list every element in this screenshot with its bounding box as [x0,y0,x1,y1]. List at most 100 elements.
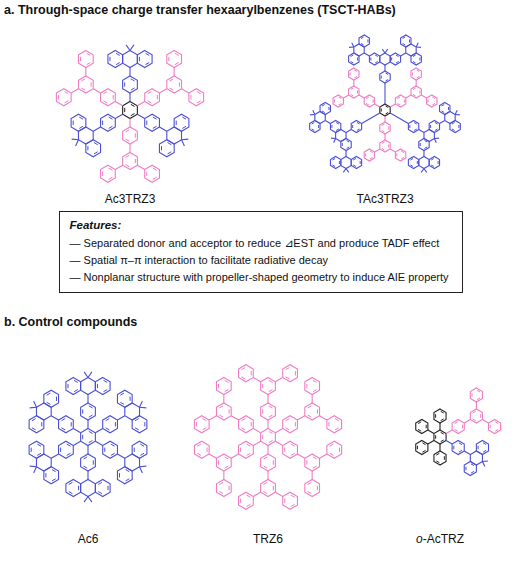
ring [408,157,418,169]
double-bond [417,161,418,164]
ring [305,480,320,497]
ring [71,114,86,131]
double-bond [87,146,88,150]
ring [380,140,390,152]
double-bond [459,450,462,452]
double-bond [351,61,354,63]
double-bond [89,406,93,408]
double-bond [45,473,46,477]
bond-line [310,114,315,116]
ring [101,165,116,182]
ring [95,378,110,395]
double-bond [116,63,120,65]
double-bond [125,155,129,157]
double-bond [422,443,425,445]
double-bond [89,441,93,443]
double-bond [251,422,252,426]
double-bond [247,453,251,455]
bond-line [359,95,364,98]
bond-line [253,492,260,496]
double-bond [269,390,273,392]
tac3trz3-structure [310,35,461,172]
double-bond [490,425,491,429]
bond-line [375,149,380,152]
double-bond [240,448,241,452]
trz6-structure [194,365,341,510]
double-bond [286,368,290,370]
double-bond [339,97,342,99]
double-bond [241,428,245,430]
bond-line [137,165,144,169]
double-bond [354,76,357,78]
double-bond [262,384,263,388]
ring [380,122,390,134]
double-bond [396,61,399,63]
ring [452,441,464,455]
double-bond [417,76,420,78]
double-bond [126,479,130,481]
ring [380,71,390,83]
bond-line [406,95,411,98]
double-bond [495,422,498,424]
double-bond [357,57,358,60]
double-bond [286,419,290,421]
double-bond [441,419,444,421]
bond-line [182,89,189,93]
double-bond [125,130,129,132]
double-bond [306,460,307,464]
double-bond [65,101,69,103]
bond-line [76,140,79,146]
double-bond [339,448,340,452]
double-bond [104,380,108,382]
double-bond [335,419,339,421]
double-bond [197,453,201,455]
ring [123,153,138,170]
double-bond [367,39,368,42]
double-bond [120,402,124,404]
bond-line [320,454,327,458]
double-bond [366,97,369,99]
bond-line [446,441,452,445]
ring [59,441,74,458]
double-bond [431,165,434,167]
ring [330,121,340,133]
ring [380,53,390,65]
double-bond [109,177,113,179]
double-bond [56,397,57,401]
bond-line [343,169,346,173]
double-bond [241,419,245,421]
double-bond [120,393,124,395]
double-bond [146,172,147,176]
double-bond [131,104,135,106]
double-bond [420,143,421,146]
double-bond [381,108,382,111]
ring [320,103,330,115]
double-bond [291,504,295,506]
o-actrz-structure [416,388,501,476]
ring [137,51,152,68]
double-bond [308,482,312,484]
double-bond [134,448,135,452]
double-bond [87,63,91,65]
double-bond [197,101,201,103]
double-bond [414,123,417,125]
ring [159,140,174,157]
double-bond [218,384,219,388]
double-bond [403,37,406,39]
double-bond [269,406,273,408]
bond-line [464,420,470,424]
double-bond [431,159,434,161]
bond-line [87,471,88,480]
double-bond [37,444,41,446]
double-bond [435,123,438,125]
ring [305,403,320,420]
double-bond [103,101,107,103]
bond-line [182,139,189,141]
bond-line [325,121,330,124]
double-bond [229,409,230,413]
bond-line [71,89,78,93]
double-bond [353,159,356,161]
ring [440,103,450,115]
bond-line [87,395,88,404]
double-bond [241,377,245,379]
